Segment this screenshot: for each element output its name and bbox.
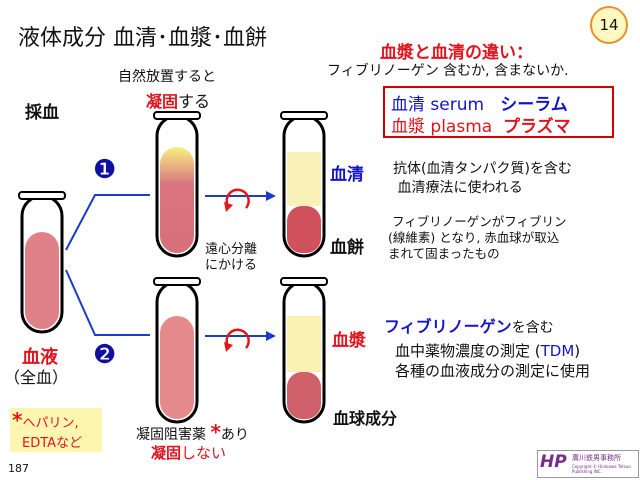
whole-blood-label: 血液 [22, 347, 58, 368]
blood-draw-label: 採血 [25, 103, 59, 123]
branch-lines [65, 194, 150, 336]
serum-desc: 抗体(血清タンパク質)を含む 血清療法に使われる [393, 161, 572, 196]
logo-name: 廣川鉄男事務所 [572, 454, 621, 462]
serum-label: 血清 [330, 165, 364, 185]
path1-text: 自然放置すると [118, 69, 216, 85]
path1-clot: 凝固する [146, 92, 211, 111]
tube-clotting [153, 111, 201, 258]
difference-subtitle: フィブリノーゲン 含むか, 含まないか. [327, 63, 569, 79]
path2-clot: 凝固しない [151, 444, 227, 462]
clot-label: 血餅 [330, 238, 364, 258]
definition-box: 血清 serum シーラム 血漿 plasma プラズマ [383, 86, 614, 138]
publisher-logo: HP 廣川鉄男事務所 Copyright © Hirokawa Tetsuo P… [537, 450, 639, 478]
page-number: 187 [8, 462, 29, 475]
centrifuge-label: 遠心分離にかける [205, 242, 258, 273]
difference-heading: 血漿と血清の違い： [380, 43, 533, 63]
note-line2: EDTAなど [22, 436, 83, 451]
definition-plasma: 血漿 plasma プラズマ [391, 117, 571, 137]
logo-copyright: Copyright © Hirokawa Tetsuo Publishing I… [572, 464, 631, 474]
plasma-fibrinogen: フィブリノーゲンを含む [384, 317, 554, 336]
rotate-icon-1 [224, 188, 250, 212]
logo-mark: HP [540, 452, 567, 472]
plasma-desc: 血中薬物濃度の測定 (TDM)各種の血液成分の測定に使用 [395, 342, 591, 380]
page-title: 液体成分 血清･血漿･血餅 [18, 26, 267, 51]
definition-serum: 血清 serum シーラム [391, 95, 568, 115]
path2-text: 凝固阻害薬 *あり [136, 420, 249, 444]
arrow-right-1 [205, 191, 276, 201]
tube-serum-clot [280, 111, 328, 258]
tube-plasma-cells [280, 277, 328, 424]
rotate-icon-2 [224, 328, 250, 352]
tube-whole-blood [18, 191, 66, 334]
tube-anticoagulant [153, 277, 201, 424]
anticoagulant-note: *ヘパリン, EDTAなど [10, 408, 102, 452]
step-1-icon: ❶ [93, 155, 117, 185]
plasma-label: 血漿 [332, 331, 366, 351]
arrow-right-2 [205, 331, 276, 341]
step-2-icon: ❷ [93, 340, 117, 370]
clot-desc: フィブリノーゲンがフィブリン(線維素) となり, 赤血球が取込まれて固まったもの [388, 214, 567, 261]
page-badge: 14 [590, 6, 628, 44]
whole-blood-sub: （全血） [4, 368, 69, 387]
blood-cells-label: 血球成分 [333, 409, 398, 428]
note-line1: *ヘパリン, [12, 408, 79, 432]
